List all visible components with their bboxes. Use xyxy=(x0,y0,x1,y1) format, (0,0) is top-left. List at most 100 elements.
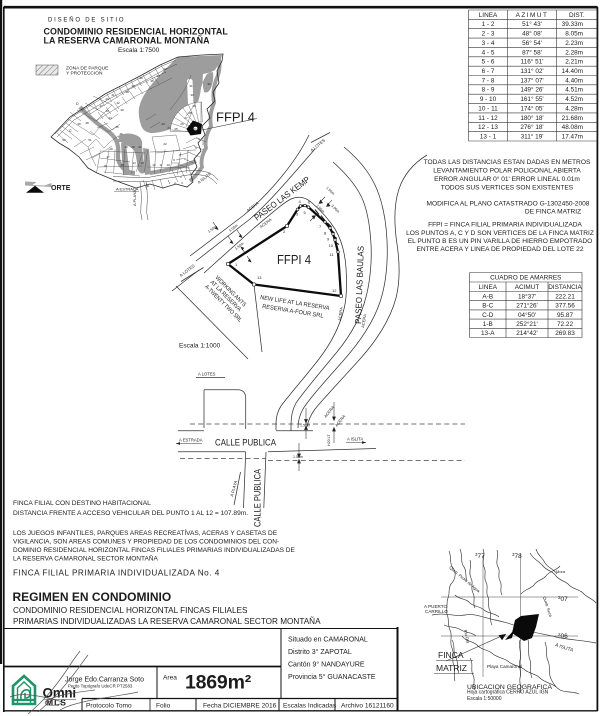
svg-text:5: 5 xyxy=(304,210,307,215)
svg-text:ERROR ANGULAR 0° 01' ERROR LIN: ERROR ANGULAR 0° 01' ERROR LINEAL 0.01m xyxy=(434,175,580,183)
svg-text:11 - 12: 11 - 12 xyxy=(478,115,498,122)
svg-text:95.87: 95.87 xyxy=(557,312,573,319)
svg-text:Escala 1:1000: Escala 1:1000 xyxy=(179,343,221,350)
svg-text:C: C xyxy=(69,129,72,133)
svg-text:FINCA FILIAL CON DESTINO HABIT: FINCA FILIAL CON DESTINO HABITACIONAL xyxy=(13,500,151,507)
svg-text:44: 44 xyxy=(108,116,112,120)
svg-text:LOS JUEGOS INFANTILES, PARQUES: LOS JUEGOS INFANTILES, PARQUES AREAS REC… xyxy=(13,528,278,537)
svg-text:6 - 7: 6 - 7 xyxy=(482,68,495,75)
svg-text:UBICACION GEOGRAFICA: UBICACION GEOGRAFICA xyxy=(467,684,552,691)
svg-text:Cantón 9° NANDAYURE: Cantón 9° NANDAYURE xyxy=(288,661,365,669)
svg-text:Protocolo Tomo: Protocolo Tomo xyxy=(86,703,132,710)
svg-text:LEVANTAMIENTO POLAR POLIGONAL: LEVANTAMIENTO POLAR POLIGONAL ABIERTA xyxy=(433,168,581,175)
svg-text:47: 47 xyxy=(99,104,103,108)
svg-text:35: 35 xyxy=(150,79,154,83)
svg-text:A ISLITA: A ISLITA xyxy=(554,642,574,654)
svg-text:3.00m: 3.00m xyxy=(330,204,340,214)
svg-text:56° 54': 56° 54' xyxy=(522,39,542,47)
svg-text:04°50': 04°50' xyxy=(518,311,536,319)
svg-text:4.51m: 4.51m xyxy=(565,87,583,94)
svg-text:32: 32 xyxy=(207,82,211,86)
svg-text:A ISLITA: A ISLITA xyxy=(347,437,363,442)
svg-text:7: 7 xyxy=(187,149,189,153)
svg-text:5 - 6: 5 - 6 xyxy=(482,59,495,66)
svg-text:A PUERTO: A PUERTO xyxy=(424,604,447,609)
svg-text:311° 19': 311° 19' xyxy=(521,133,544,141)
svg-text:2: 2 xyxy=(283,229,286,234)
svg-text:276° 18': 276° 18' xyxy=(520,123,543,131)
svg-text:222.21: 222.21 xyxy=(555,293,575,300)
svg-text:Hoja cartográfica CERRO AZUL I: Hoja cartográfica CERRO AZUL IGN xyxy=(467,690,549,696)
svg-text:TODAS LAS DISTANCIAS ESTAN DAD: TODAS LAS DISTANCIAS ESTAN DADAS EN METR… xyxy=(424,159,591,166)
svg-text:9: 9 xyxy=(327,237,330,242)
svg-text:4: 4 xyxy=(299,199,302,204)
svg-text:39: 39 xyxy=(120,108,124,112)
svg-text:46: 46 xyxy=(119,132,123,136)
svg-text:LA RESERVA CAMARONAL MONTAÑA: LA RESERVA CAMARONAL MONTAÑA xyxy=(44,36,211,46)
svg-text:38: 38 xyxy=(125,90,129,94)
svg-text:48: 48 xyxy=(85,121,89,125)
svg-text:13-A: 13-A xyxy=(481,330,495,337)
svg-text:2: 2 xyxy=(174,181,176,185)
svg-text:LINEA: LINEA xyxy=(479,12,498,19)
svg-text:1.50m: 1.50m xyxy=(207,225,217,234)
svg-text:3 - 4: 3 - 4 xyxy=(482,40,495,47)
svg-text:27: 27 xyxy=(184,116,188,120)
svg-text:131° 02': 131° 02' xyxy=(520,67,543,75)
svg-text:207: 207 xyxy=(558,595,568,603)
svg-text:18°37': 18°37' xyxy=(518,292,536,300)
svg-text:Escalas Indicadas: Escalas Indicadas xyxy=(283,703,337,710)
svg-text:271°26': 271°26' xyxy=(516,302,538,310)
svg-text:17: 17 xyxy=(106,155,110,159)
svg-text:H20 LT: H20 LT xyxy=(327,434,331,446)
svg-text:D: D xyxy=(76,102,79,106)
svg-text:MODIFICA AL PLANO CATASTRADO G: MODIFICA AL PLANO CATASTRADO G-1302450-2… xyxy=(427,201,590,208)
svg-text:161° 55': 161° 55' xyxy=(520,95,543,103)
svg-text:22: 22 xyxy=(163,142,167,146)
svg-text:Area: Area xyxy=(163,675,177,682)
svg-text:DISTANCIA: DISTANCIA xyxy=(548,284,582,291)
svg-text:A-B: A-B xyxy=(482,293,493,300)
svg-text:31: 31 xyxy=(189,84,193,88)
svg-text:13: 13 xyxy=(257,275,262,280)
svg-text:14: 14 xyxy=(132,161,136,165)
svg-text:1 - 2: 1 - 2 xyxy=(482,21,495,28)
svg-text:FFPI = FINCA FILIAL PRIMARIA I: FFPI = FINCA FILIAL PRIMARIA INDIVIDUALI… xyxy=(428,222,582,229)
svg-text:2 - 3: 2 - 3 xyxy=(482,31,495,38)
svg-text:40: 40 xyxy=(105,97,109,101)
svg-text:15: 15 xyxy=(120,163,124,167)
svg-text:FFPI 4: FFPI 4 xyxy=(216,110,255,125)
svg-text:1869m²: 1869m² xyxy=(185,672,252,694)
svg-text:1: 1 xyxy=(235,262,238,267)
svg-text:LINEA: LINEA xyxy=(479,284,498,291)
svg-text:Perito Topógrafo UdeCR PT2583: Perito Topógrafo UdeCR PT2583 xyxy=(68,684,133,689)
svg-text:Fecha DICIEMBRE 2016: Fecha DICIEMBRE 2016 xyxy=(203,703,277,710)
svg-text:Rio Ora: Rio Ora xyxy=(463,629,471,644)
svg-text:ACIMUT: ACIMUT xyxy=(515,284,540,291)
svg-text:CONDOMINIO RESIDENCIAL HORIZON: CONDOMINIO RESIDENCIAL HORIZONTAL xyxy=(44,27,229,37)
svg-text:17.47m: 17.47m xyxy=(562,134,583,141)
svg-text:A PLAYA: A PLAYA xyxy=(132,190,137,206)
svg-text:REGIMEN EN CONDOMINIO: REGIMEN EN CONDOMINIO xyxy=(13,590,172,604)
svg-text:1-B: 1-B xyxy=(483,321,493,328)
svg-text:VIGILANCIA, SON AREAS COMUNES: VIGILANCIA, SON AREAS COMUNES Y PROPIEDA… xyxy=(13,539,279,546)
svg-text:3.00m: 3.00m xyxy=(228,224,238,233)
svg-text:4: 4 xyxy=(147,184,149,188)
svg-text:LOS PUNTOS A, C Y D SON VERTIC: LOS PUNTOS A, C Y D SON VERTICES DE LA F… xyxy=(406,230,594,237)
svg-text:51° 43': 51° 43' xyxy=(522,20,542,28)
svg-text:26: 26 xyxy=(180,122,184,126)
svg-text:20: 20 xyxy=(131,145,135,149)
svg-text:25: 25 xyxy=(174,127,178,131)
svg-text:42: 42 xyxy=(116,101,120,105)
svg-text:4.40m: 4.40m xyxy=(565,77,583,84)
svg-text:6: 6 xyxy=(308,200,311,205)
svg-text:29: 29 xyxy=(192,104,196,108)
svg-text:23: 23 xyxy=(161,122,165,126)
svg-text:50: 50 xyxy=(62,138,66,142)
svg-text:DISTANCIA FRENTE A ACCESO VEHI: DISTANCIA FRENTE A ACCESO VEHICULAR DEL … xyxy=(13,510,248,517)
svg-text:A ESTRADA: A ESTRADA xyxy=(179,438,203,443)
svg-text:B-C: B-C xyxy=(482,303,493,310)
svg-text:D: D xyxy=(194,127,197,131)
svg-text:Situado en CAMARONAL: Situado en CAMARONAL xyxy=(288,637,368,644)
svg-text:Mora: Mora xyxy=(556,569,566,574)
